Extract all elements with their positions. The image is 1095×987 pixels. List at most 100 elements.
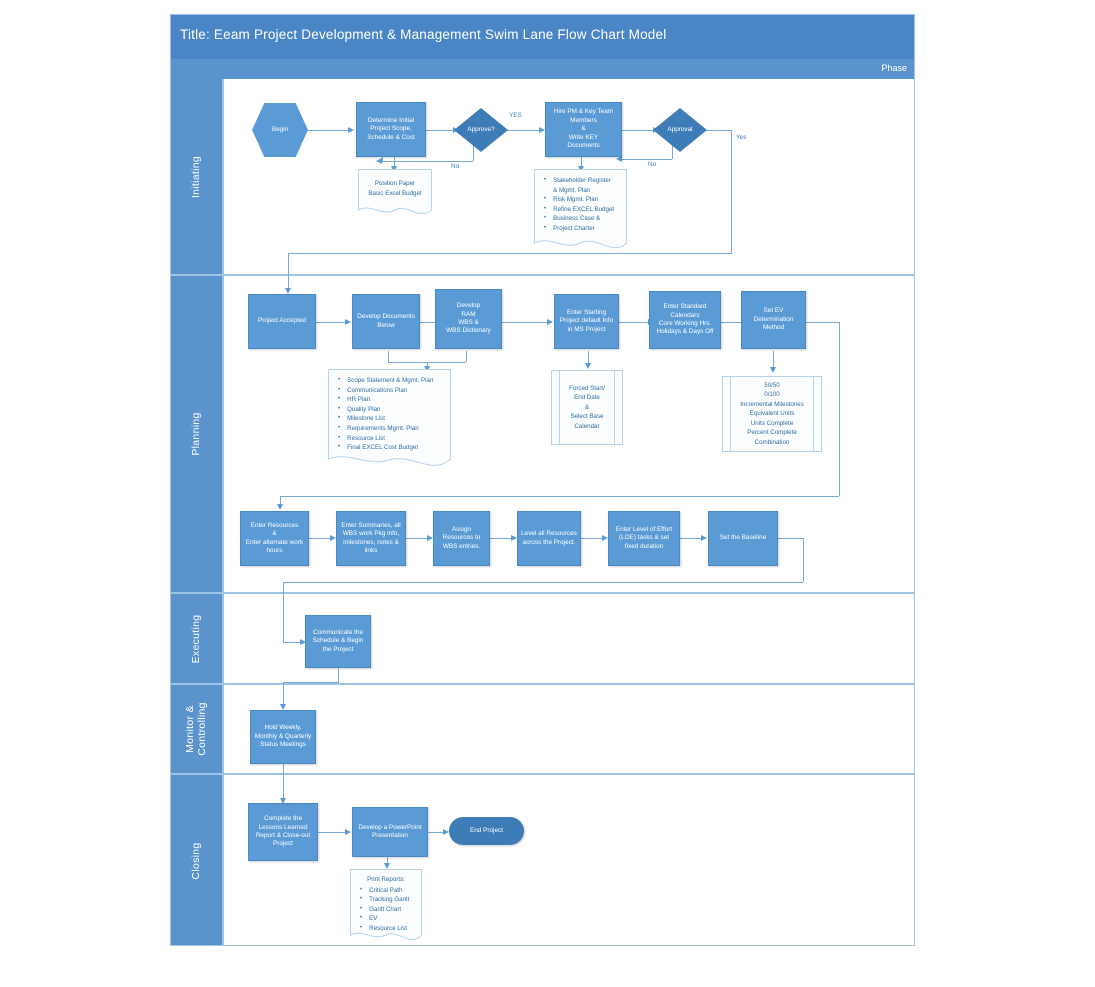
- connector-level-loe: [581, 538, 603, 539]
- node-develop-documents[interactable]: Develop Documents Below: [352, 294, 420, 349]
- doc-key-documents: •Stakeholder Register & Mgmt. Plan •Risk…: [534, 169, 627, 255]
- list-item: •Final EXCEL Cost Budget: [338, 444, 419, 452]
- node-enter-starting-info[interactable]: Enter Starting Project default Info in M…: [554, 294, 619, 349]
- connector-ppt-reports: [387, 857, 388, 866]
- connector-begin-determine: [307, 130, 349, 131]
- list-item: •Project Charter: [544, 224, 595, 232]
- arrowhead-forceddoc: [584, 363, 591, 369]
- edge-label-yes-approval: Yes: [736, 134, 747, 141]
- edge-label-no-approval: No: [648, 161, 657, 168]
- connector-ram-down: [466, 351, 467, 362]
- connector-setev-left: [280, 496, 839, 497]
- swimlane-diagram: Title: Eeam Project Development & Manage…: [170, 14, 915, 946]
- node-determine-scope[interactable]: Determine Initial Project Scope, Schedul…: [356, 102, 426, 157]
- lane-header-initiating: Initiating: [170, 79, 222, 274]
- node-communicate-schedule[interactable]: Communicate the Schedule & Begin the Pro…: [305, 615, 371, 668]
- document-shape: [350, 869, 422, 941]
- connector-into-row2: [280, 496, 281, 508]
- arrowhead-hire: [539, 126, 545, 133]
- node-develop-powerpoint[interactable]: Develop a PowerPoint Presentation: [352, 807, 428, 857]
- connector-hire-approval: [622, 130, 654, 131]
- list-item: •Refine EXCEL Budget: [544, 205, 615, 213]
- connector-approve-no-up: [382, 154, 383, 162]
- connector-setev-methods: [773, 351, 774, 369]
- node-set-ev-method[interactable]: Set EV Determination Method: [741, 291, 806, 349]
- connector-approval-no-down: [672, 141, 673, 159]
- lane-body-closing: [222, 775, 915, 946]
- connector-baseline-left: [283, 582, 803, 583]
- connector-assign-level: [490, 538, 512, 539]
- arrowhead-summaries: [330, 534, 336, 541]
- node-approve-decision[interactable]: Approve?: [454, 108, 508, 152]
- connector-ppt-end: [428, 832, 444, 833]
- arrowhead-print-reports: [383, 863, 390, 869]
- list-item: •Quality Plan: [338, 405, 381, 413]
- lane-label-initiating: Initiating: [190, 155, 202, 198]
- node-enter-resources[interactable]: Enter Resources & Enter alternate work h…: [240, 511, 309, 566]
- node-complete-lessons[interactable]: Complete the Lessons Learned Report & Cl…: [248, 803, 318, 861]
- lane-body-executing: [222, 594, 915, 683]
- node-develop-ram[interactable]: Develop RAM WBS & WBS Dictionary: [435, 289, 502, 349]
- document-shape: [358, 169, 432, 215]
- arrowhead-assign: [427, 534, 433, 541]
- list-item: •Business Case &: [544, 215, 601, 223]
- connector-approval-no-left: [622, 159, 672, 160]
- connector-resources-summaries: [309, 538, 331, 539]
- multidoc-forced-start-text: Forced Start/ End Date & Select Base Cal…: [569, 384, 605, 430]
- list-item: •Critical Path: [360, 886, 403, 894]
- arrowhead-approval-no: [616, 155, 622, 162]
- connector-communicate-left: [283, 682, 339, 683]
- connector-starting-calendars: [619, 322, 649, 323]
- arrowhead-loe: [602, 534, 608, 541]
- connector-developdocs-ram: [420, 322, 438, 323]
- multidoc-ev-methods: 50/50 0/100 Incremental Milestones Equiv…: [722, 376, 822, 452]
- node-level-resources[interactable]: Level all Resources across the Project.: [517, 511, 581, 566]
- connector-determine-approve: [426, 130, 454, 131]
- document-shape: [328, 369, 451, 466]
- doc-print-reports: Print Reports: •Critical Path •Tracking …: [350, 869, 422, 946]
- list-item: •Milestone List: [338, 415, 385, 423]
- connector-calendars-setev: [721, 322, 749, 323]
- doc-key-documents-list: •Stakeholder Register & Mgmt. Plan •Risk…: [534, 169, 627, 255]
- node-begin[interactable]: Begin: [252, 103, 308, 157]
- arrowhead-level: [511, 534, 517, 541]
- arrowhead-starting: [547, 318, 553, 325]
- node-enter-calendars[interactable]: Enter Standard Calendars Core Working Hr…: [649, 291, 721, 349]
- connector-approve-no-left: [382, 161, 473, 162]
- doc-position-paper-text: Position Paper Basic Excel Budget: [368, 180, 422, 197]
- list-item: •Tracking Gantt: [360, 896, 410, 904]
- connector-to-executing: [283, 582, 284, 642]
- connector-determine-positionpaper: [394, 156, 395, 169]
- connector-docs-merge-down: [427, 362, 428, 369]
- arrowhead-baseline: [701, 534, 707, 541]
- node-end-project[interactable]: End Project: [449, 817, 524, 845]
- node-hold-meetings[interactable]: Hold Weekly, Monthly & Quarterly Status …: [250, 710, 316, 764]
- list-item: •Stakeholder Register & Mgmt. Plan: [544, 177, 611, 194]
- node-project-accepted[interactable]: Project Accepted: [248, 294, 316, 349]
- node-hire-pm[interactable]: Hire PM & Key Team Members & Write KEY D…: [545, 102, 622, 157]
- print-reports-title: Print Reports:: [367, 876, 405, 883]
- connector-approve-hire: [492, 130, 540, 131]
- lane-header-monitor: Monitor & Controlling: [170, 685, 222, 773]
- edge-label-no-approve: No: [451, 163, 460, 170]
- connector-hire-keydocs: [581, 156, 582, 169]
- list-item: •Resource List: [338, 434, 385, 442]
- arrowhead-ppt: [345, 828, 351, 835]
- connector-approval-yes-down: [731, 130, 732, 253]
- arrowhead-communicate: [300, 638, 306, 645]
- list-item: •Communications Plan: [338, 386, 408, 394]
- multidoc-ev-methods-text: 50/50 0/100 Incremental Milestones Equiv…: [740, 382, 804, 446]
- node-enter-loe[interactable]: Enter Level of Effort (LOE) tasks & set …: [608, 511, 680, 566]
- node-enter-summaries[interactable]: Enter Summaries, all WBS work Pkg info, …: [336, 511, 406, 566]
- connector-ram-starting: [502, 322, 548, 323]
- node-approval-decision[interactable]: Approval: [653, 108, 707, 152]
- connector-approval-yes-right: [705, 130, 732, 131]
- connector-into-planning: [288, 253, 289, 292]
- node-set-baseline[interactable]: Set the Baseline: [708, 511, 778, 566]
- lane-body-planning: [222, 276, 915, 592]
- lane-label-planning: Planning: [190, 412, 202, 456]
- arrowhead-project-accepted: [284, 288, 291, 294]
- list-item: •Scope Statement & Mgmt. Plan: [338, 377, 434, 384]
- node-assign-resources[interactable]: Assign Resources to WBS entries.: [433, 511, 490, 566]
- connector-baseline-right: [778, 538, 804, 539]
